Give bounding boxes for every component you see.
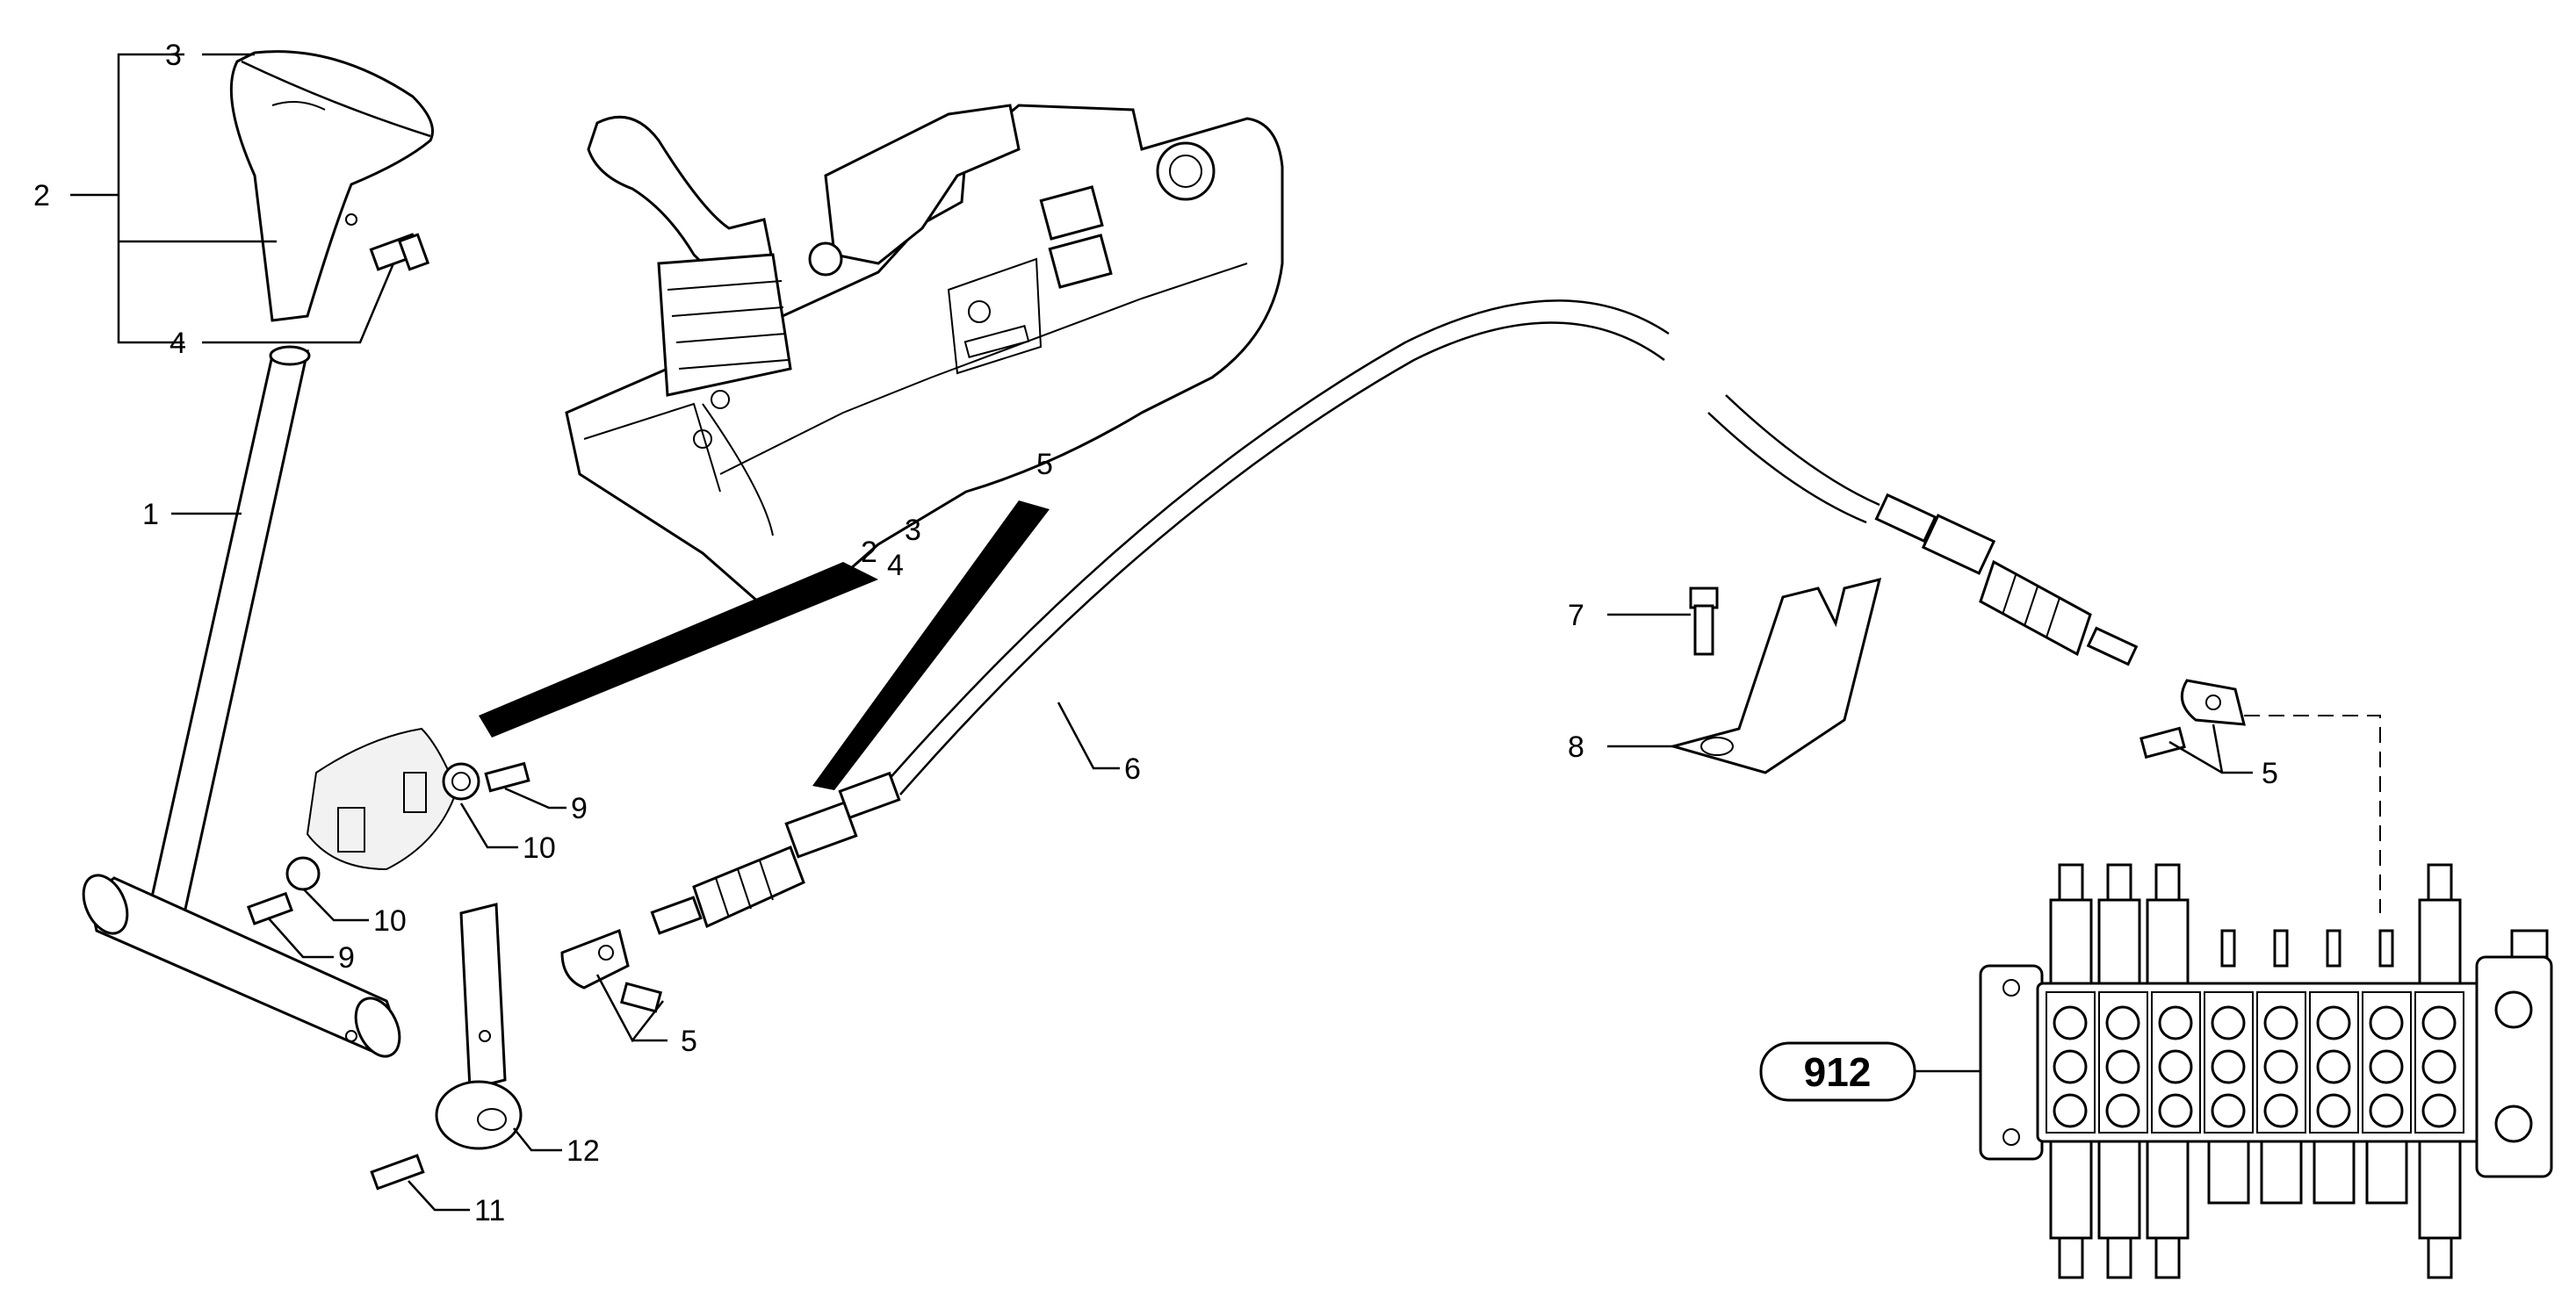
decal-3: 3 [905, 514, 921, 547]
clevis-left [560, 928, 663, 1013]
callout-11: 11 [474, 1194, 505, 1227]
bolt [1689, 587, 1719, 656]
valve-bottom-fittings [2049, 1140, 2462, 1279]
callout-10-lower: 10 [373, 904, 407, 938]
shift-lever [82, 345, 401, 1058]
pointer-wedge-center [812, 500, 1050, 790]
callout-3: 3 [165, 39, 182, 72]
callout-5-left: 5 [681, 1025, 697, 1058]
callout-5-right: 5 [2262, 757, 2278, 790]
valve-sections [2046, 991, 2464, 1134]
reference-912-badge: 912 [1759, 1041, 1916, 1102]
decal-5: 5 [1036, 448, 1053, 481]
lever-arm [435, 903, 523, 1150]
control-cable [650, 299, 2139, 935]
callout-7: 7 [1568, 599, 1584, 632]
valve-ports [2053, 990, 2533, 1143]
valve-top-fittings [2049, 863, 2549, 985]
mounting-bracket [1668, 577, 1882, 774]
callout-6: 6 [1124, 752, 1141, 786]
selector-plate-detail [246, 727, 530, 925]
callout-9-upper: 9 [571, 792, 588, 825]
svg-text:912: 912 [1804, 1049, 1872, 1095]
clevis-right [2139, 679, 2246, 759]
knob-screw [369, 233, 430, 271]
decal-2: 2 [861, 536, 877, 569]
pointer-wedge-left [479, 562, 878, 738]
callout-8: 8 [1568, 731, 1584, 764]
callout-9-lower: 9 [338, 941, 355, 975]
callout-2: 2 [33, 179, 50, 212]
callout-4: 4 [170, 327, 186, 360]
gear-selector-console: 2 3 4 5 [565, 104, 1284, 616]
gear-knob-assembly [229, 50, 434, 322]
roll-pin [370, 1154, 425, 1191]
decal-4: 4 [887, 549, 904, 582]
callout-10-upper: 10 [523, 831, 556, 865]
callout-12: 12 [566, 1134, 600, 1168]
control-valve-block [1979, 863, 2553, 1279]
callout-1: 1 [142, 498, 159, 531]
